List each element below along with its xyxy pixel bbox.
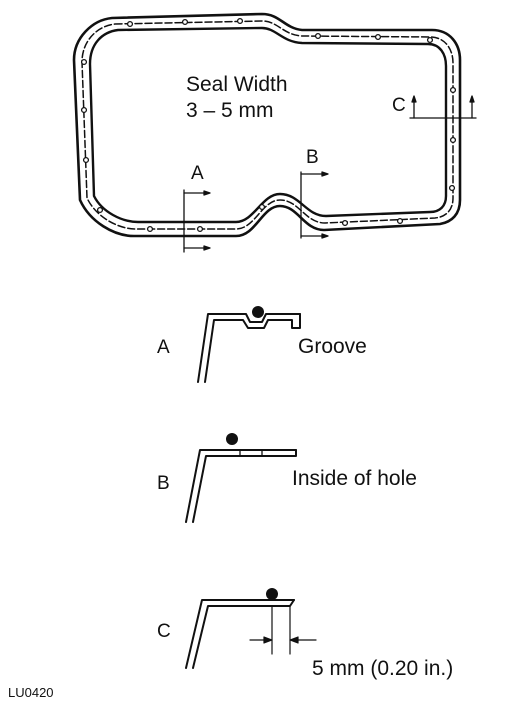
detail-b-label: B bbox=[157, 473, 170, 494]
detail-a-label: A bbox=[157, 337, 170, 358]
section-line-b bbox=[300, 171, 329, 239]
section-line-a bbox=[183, 189, 211, 253]
sealant-bead bbox=[81, 20, 454, 230]
sealant-bead-a bbox=[252, 306, 264, 318]
sealant-bead-b bbox=[226, 433, 238, 445]
seal-width-value: 3 – 5 mm bbox=[186, 99, 274, 122]
oil-pan-flange bbox=[72, 12, 462, 238]
detail-b-note: Inside of hole bbox=[292, 467, 417, 490]
detail-c-note: 5 mm (0.20 in.) bbox=[312, 657, 454, 680]
section-label-b: B bbox=[306, 147, 319, 168]
section-label-c: C bbox=[392, 95, 406, 116]
detail-a-note: Groove bbox=[298, 335, 367, 358]
detail-b-section bbox=[185, 433, 297, 523]
detail-c-section bbox=[185, 588, 295, 669]
sealant-bead-c bbox=[266, 588, 278, 600]
dimension-5mm bbox=[249, 605, 317, 655]
section-label-a: A bbox=[191, 163, 204, 184]
flange-inner-edge bbox=[88, 26, 448, 224]
bolt-holes bbox=[80, 17, 457, 233]
detail-a-section bbox=[197, 306, 301, 383]
detail-c-label: C bbox=[157, 621, 171, 642]
figure-code: LU0420 bbox=[8, 685, 54, 700]
seal-width-label: Seal Width bbox=[186, 73, 288, 96]
flange-outer-edge bbox=[72, 12, 462, 238]
section-line-c bbox=[409, 95, 477, 119]
